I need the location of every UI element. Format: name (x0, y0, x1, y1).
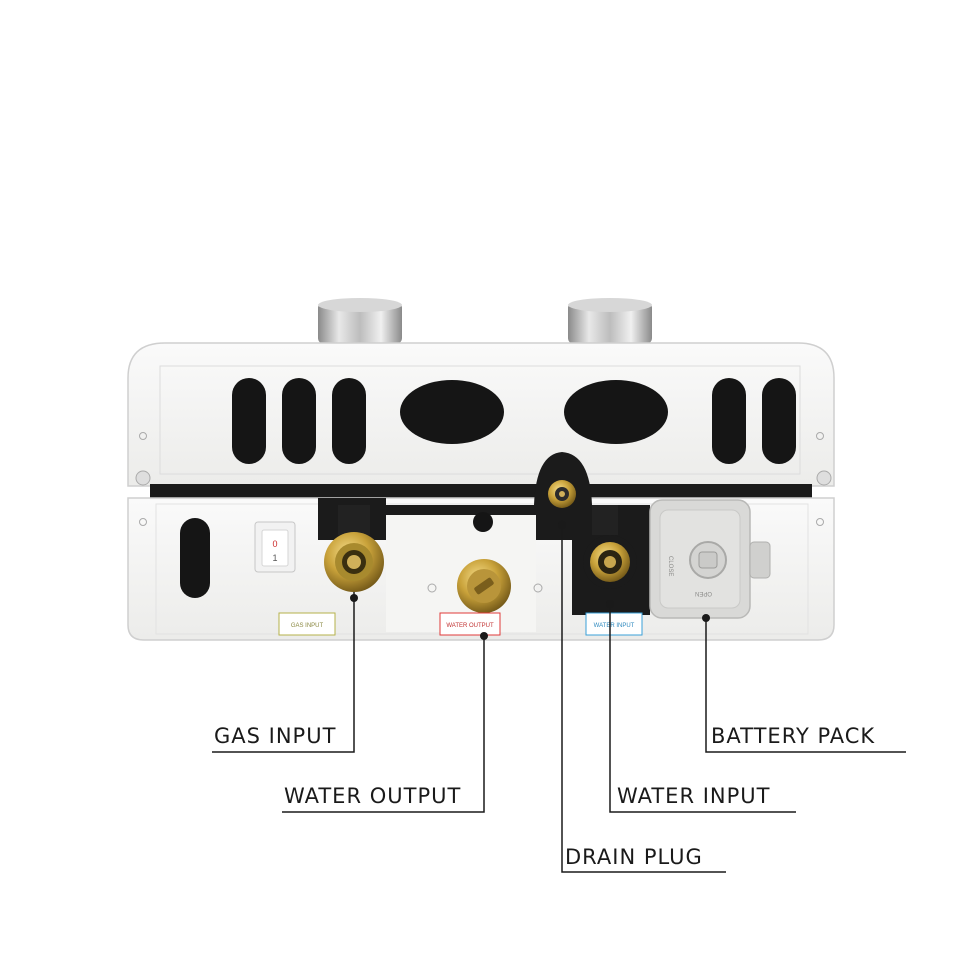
panel-hole (473, 512, 493, 532)
switch-mark-on: 1 (272, 553, 277, 563)
panel-tag-water-input: WATER INPUT (585, 612, 643, 636)
leader-drain-plug (561, 520, 726, 873)
leader-dot (558, 521, 566, 529)
leader-water-input (609, 604, 796, 813)
vent-slot (712, 378, 746, 464)
interior-gap (150, 484, 812, 498)
callout-battery-pack: BATTERY PACK (711, 724, 876, 748)
battery-pack-cover[interactable]: CLOSE OPEN (649, 499, 771, 619)
callout-drain-plug: DRAIN PLUG (565, 845, 703, 869)
panel-tag-water-output: WATER OUTPUT (439, 612, 501, 636)
panel-tag-water-output-text: WATER OUTPUT (446, 623, 494, 629)
gas-input-fitting (324, 505, 384, 592)
panel-tag-gas-input: GAS INPUT (278, 612, 336, 636)
callout-water-output: WATER OUTPUT (284, 784, 462, 808)
battery-cover-close-text: CLOSE (667, 556, 673, 576)
switch-mark-off: 0 (272, 539, 277, 549)
panel-tag-gas-input-text: GAS INPUT (291, 623, 324, 629)
leader-dot (480, 632, 488, 640)
leader-water-output (282, 636, 485, 813)
leader-battery-pack (705, 618, 906, 753)
drain-plug (548, 480, 576, 508)
vent-slot (282, 378, 316, 464)
battery-cover-open-text: OPEN (695, 590, 712, 596)
top-vent-right (568, 298, 652, 344)
leader-dot (606, 600, 614, 608)
upper-housing (127, 342, 835, 487)
leader-dot (702, 614, 710, 622)
vent-slot (232, 378, 266, 464)
callout-water-input: WATER INPUT (617, 784, 771, 808)
handle-slot (180, 518, 210, 598)
vent-slot (332, 378, 366, 464)
water-output-fitting (457, 559, 511, 613)
top-vent-left (318, 298, 402, 344)
leader-dot (350, 594, 358, 602)
vent-oval (564, 380, 668, 444)
leader-gas-input (212, 592, 355, 753)
vent-oval (400, 380, 504, 444)
panel-tag-water-input-text: WATER INPUT (594, 623, 635, 629)
vent-slot (762, 378, 796, 464)
power-switch[interactable]: 0 1 (254, 521, 296, 573)
water-input-fitting (583, 505, 637, 589)
callout-gas-input: GAS INPUT (214, 724, 337, 748)
